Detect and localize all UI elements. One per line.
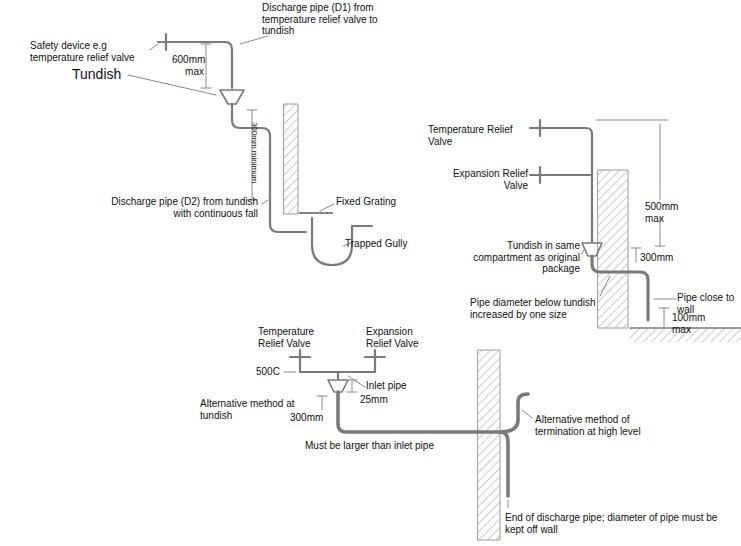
annotation-label: End of discharge pipe; diameter of pipe … (505, 512, 720, 535)
annotation-label: Alternative method of termination at hig… (535, 414, 665, 437)
annotation-label: 500mm max (645, 201, 685, 224)
annotation-label: Temperature Relief Valve (258, 326, 318, 349)
annotation-label: Trapped Gully (345, 238, 425, 250)
annotation-label: Discharge pipe (D2) from tundish with co… (100, 196, 258, 219)
annotation-label: 300mm minimum (249, 121, 258, 185)
annotation-label: 500C (256, 366, 286, 378)
annotation-label: Tundish (72, 66, 132, 82)
annotation-label: 600mm max (172, 54, 204, 77)
annotation-label: Temperature Relief Valve (428, 124, 528, 147)
annotation-label: 300mm (640, 252, 680, 264)
annotation-label: 25mm (360, 394, 400, 406)
annotation-label: Expansion Relief Valve (440, 168, 528, 191)
annotation-label: Discharge pipe (D1) from temperature rel… (262, 2, 412, 37)
annotation-label: Safety device e.g temperature relief val… (30, 40, 148, 63)
annotation-label: Pipe close to wall (677, 292, 737, 315)
annotation-label: Must be larger than inlet pipe (305, 440, 465, 452)
annotation-label: Pipe diameter below tundish increased by… (470, 297, 620, 320)
annotation-label: Inlet pipe (366, 380, 426, 392)
annotation-label: 100mm max (672, 312, 712, 335)
annotation-label: Tundish in same compartment as original … (470, 240, 580, 275)
annotation-label: Fixed Grating (336, 196, 416, 208)
annotation-label: 300mm (290, 412, 330, 424)
annotation-label: Expansion Relief Valve (366, 326, 432, 349)
